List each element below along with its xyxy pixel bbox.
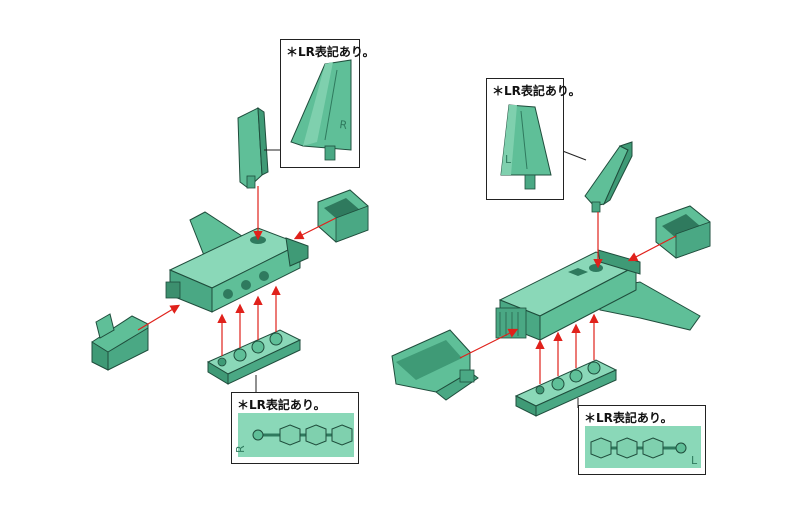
- right-fin-part: [584, 141, 633, 213]
- fin-closeup: R: [290, 59, 352, 161]
- runner-closeup: R: [234, 413, 354, 457]
- callout-right-fin: ＊LR表記あり。 L: [486, 78, 581, 200]
- right-runner-part: [514, 359, 618, 417]
- runner-closeup: L: [585, 426, 701, 468]
- callout-label: ＊LR表記あり。: [584, 411, 673, 425]
- left-runner-part: [206, 329, 302, 385]
- arrow: [137, 304, 181, 331]
- runner-mark: L: [691, 454, 698, 467]
- right-nose-part: [391, 329, 479, 401]
- right-arrows: [459, 212, 677, 384]
- arrow: [293, 217, 337, 240]
- leader-line: [559, 149, 587, 161]
- callout-right-runner: ＊LR表記あり。 L: [578, 405, 706, 475]
- left-nose-part: [91, 313, 149, 371]
- left-fuselage-part: [165, 211, 309, 313]
- fin-mark: L: [505, 153, 512, 166]
- callout-label: ＊LR表記あり。: [492, 84, 581, 98]
- arrow: [627, 235, 677, 262]
- left-fin-part: [237, 107, 269, 189]
- left-arrows: [137, 186, 337, 356]
- arrow: [459, 328, 519, 359]
- fin-closeup: L: [500, 104, 552, 190]
- callout-left-fin: ＊LR表記あり。 R: [280, 39, 375, 168]
- callout-left-runner: ＊LR表記あり。 R: [231, 392, 359, 464]
- runner-mark: R: [234, 445, 247, 453]
- left-intake-part: [317, 189, 369, 243]
- callout-label: ＊LR表記あり。: [237, 398, 326, 412]
- callout-label: ＊LR表記あり。: [286, 45, 375, 59]
- fin-mark: R: [339, 118, 349, 132]
- right-intake-part: [655, 205, 711, 259]
